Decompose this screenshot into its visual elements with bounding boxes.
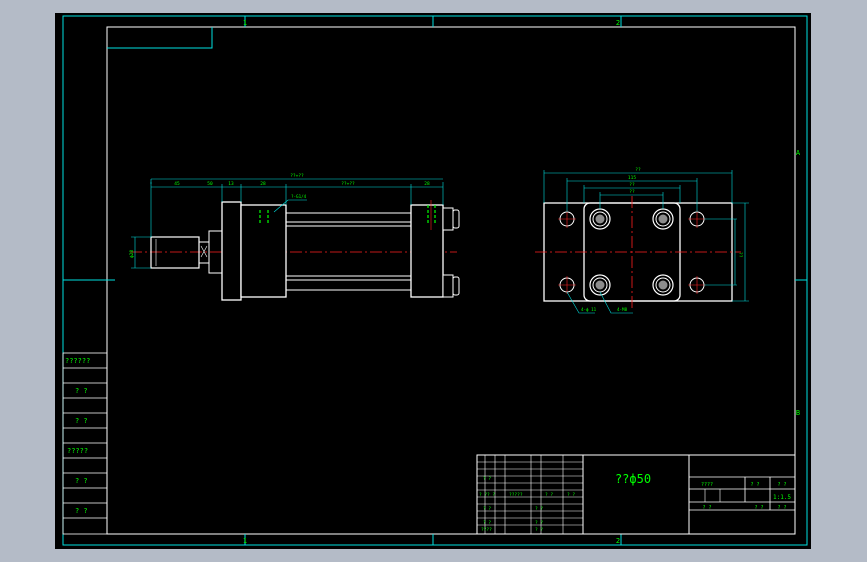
tb-r4-c1: ? ? [483, 520, 491, 526]
dim-seg-1: 45 [174, 181, 180, 187]
tie-nut-tr [652, 208, 674, 230]
tb-right-top-3: ? ? [777, 482, 786, 488]
tie-nut-br [652, 274, 674, 296]
zone-marker-top-1: 1 [243, 19, 247, 27]
leader-threads: 4-M8 [617, 307, 628, 312]
zone-marker-bottom-1: 1 [243, 537, 247, 545]
side-panel-row-3: ? ? [75, 417, 88, 425]
drawing-title: ??ф50 [615, 472, 651, 486]
tb-r4-c2: ? ? [535, 520, 543, 526]
dim-seg-4: 28 [260, 181, 266, 187]
rear-head [410, 204, 444, 298]
cylinder-end-view[interactable]: ?? 115 ?? ?? ?? 4-ф 11 4-M8 [535, 167, 749, 314]
zone-marker-bottom-2: 2 [616, 537, 620, 545]
zone-marker-right-b: B [796, 409, 800, 417]
side-panel-row-6: ? ? [75, 507, 88, 515]
side-panel-row-4: ????? [67, 447, 88, 455]
tb-r3-c1: ? ? [483, 506, 491, 512]
tb-right-top-2: ? ? [750, 482, 759, 488]
front-flange [221, 201, 242, 301]
dim-end-top-3: ?? [629, 182, 635, 188]
dim-seg-5: ??+?? [341, 181, 355, 187]
mount-hole-br [688, 276, 706, 294]
tb-r5-c2: ? ? [535, 527, 543, 533]
side-panel-row-2: ? ? [75, 387, 88, 395]
zone-marker-right-a: A [796, 149, 801, 157]
side-panel-row-1: ?????? [65, 357, 90, 365]
mount-hole-tr [688, 210, 706, 228]
side-panel: ?????? ? ? ? ? ????? ? ? ? ? [62, 352, 108, 535]
tb-r2-c1: ? ? [479, 492, 487, 498]
tb-right-bottom-3: ? ? [777, 505, 786, 511]
dim-end-top-1: ?? [635, 167, 641, 173]
mount-hole-tl [558, 210, 576, 228]
tb-right-top-1: ???? [701, 482, 713, 488]
tb-r2-c5: ? ? [567, 492, 575, 498]
nut-bottom [442, 274, 454, 298]
thread-note: ?-G1/4 [291, 194, 307, 199]
tb-r1-c1: ? ? [483, 476, 491, 482]
dim-end-top-4: ?? [629, 189, 635, 195]
cylinder-side-view[interactable]: ??+?? 45 50 13 28 ??+?? 28 ф28 ?-G1/4 [129, 173, 460, 301]
scale-value: 1:1.5 [773, 494, 791, 501]
tb-r2-c2: ? ? [487, 492, 495, 498]
leader-holes: 4-ф 11 [581, 307, 597, 312]
tb-r3-c2: ? ? [535, 506, 543, 512]
title-block: ? ? ? ? ? ? ????? ? ? ? ? ? ? ? ? ? ? ? … [476, 454, 796, 535]
tb-r5-c1: ???? [481, 527, 492, 533]
cad-drawing: 1 2 1 2 A B ?????? ? ? ? ? ????? ? ? ? ? [62, 15, 808, 546]
dim-end-top-2: 115 [628, 175, 636, 181]
dim-rod-dia: ф28 [129, 250, 135, 258]
tb-right-bottom-1: ? ? [702, 505, 711, 511]
dim-seg-3: 13 [228, 181, 234, 187]
rod-collar [198, 241, 210, 264]
drawing-viewport[interactable]: 1 2 1 2 A B ?????? ? ? ? ? ????? ? ? ? ? [55, 13, 811, 549]
tb-r2-c4: ? ? [545, 492, 553, 498]
tb-r2-c3: ????? [509, 492, 523, 498]
tie-nut-tl [589, 208, 611, 230]
front-head [240, 204, 287, 298]
dim-seg-2: 50 [207, 181, 213, 187]
rod-end [150, 236, 200, 269]
dim-seg-6: 28 [424, 181, 430, 187]
nut-top [442, 207, 454, 231]
dim-overall: ??+?? [290, 173, 304, 179]
dim-end-side: ?? [737, 252, 743, 258]
mount-hole-bl [558, 276, 576, 294]
tb-right-bottom-2: ? ? [754, 505, 763, 511]
zone-marker-top-2: 2 [616, 19, 620, 27]
top-left-tab [107, 27, 213, 49]
side-panel-row-5: ? ? [75, 477, 88, 485]
